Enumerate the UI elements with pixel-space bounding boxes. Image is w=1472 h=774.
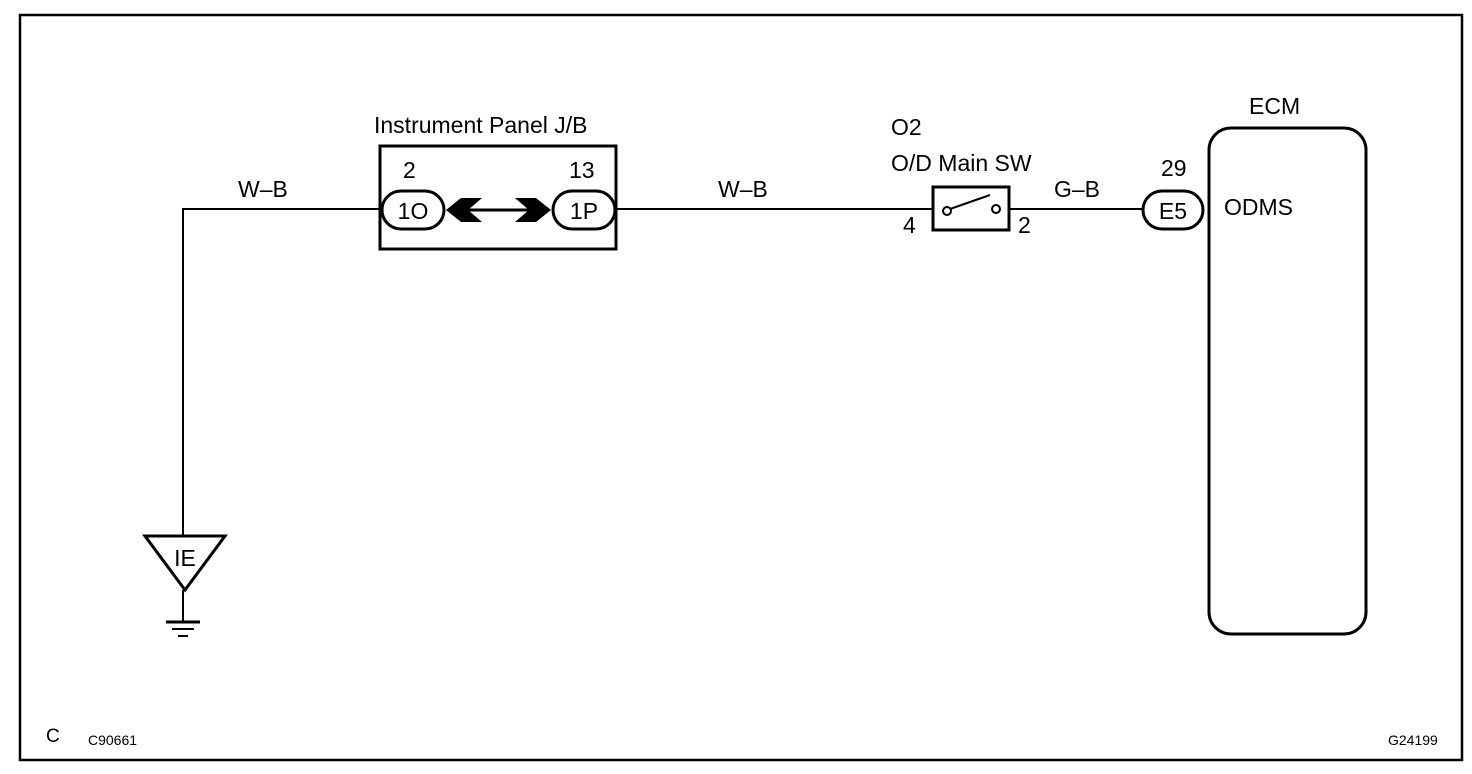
jb-right-arrow (515, 198, 551, 222)
switch-code: O2 (891, 114, 922, 140)
ground-triangle (142, 534, 228, 593)
ecm-pin-number: 29 (1161, 155, 1187, 181)
switch-name: O/D Main SW (891, 150, 1032, 176)
ecm-title: ECM (1249, 93, 1300, 119)
ground-wire (182, 208, 380, 536)
jb-left-connector-label: 1O (398, 198, 429, 224)
jb-to-switch-wire-color-label: W–B (718, 176, 768, 202)
section-letter: C (46, 726, 60, 747)
ground-wire-color-label: W–B (238, 176, 288, 202)
junction-block-box (378, 144, 618, 251)
jb-left-connector (380, 189, 446, 231)
jb-left-pin-number: 2 (403, 157, 416, 183)
jb-right-connector-label: 1P (570, 198, 598, 224)
switch-contact (949, 194, 991, 210)
switch-pin-in: 4 (903, 212, 916, 238)
ecm-terminal-label: ODMS (1224, 194, 1293, 220)
jb-right-pin-number: 13 (569, 157, 595, 183)
switch-to-ecm-wire-color-label: G–B (1054, 176, 1100, 202)
diagram-frame (18, 13, 1464, 762)
ecm-connector-label: E5 (1159, 198, 1187, 224)
ecm-connector (1141, 189, 1205, 231)
ecm: ECM 29 E5 ODMS (1141, 93, 1368, 636)
jb-left-arrow (446, 198, 482, 222)
code-left: C90661 (88, 732, 137, 748)
switch-pin-out: 2 (1018, 212, 1031, 238)
od-main-switch: O2 O/D Main SW 4 2 (891, 114, 1032, 238)
code-right: G24199 (1388, 732, 1438, 748)
junction-block: Instrument Panel J/B 2 1O 13 1P (374, 112, 618, 251)
ground-symbol: IE (142, 534, 228, 637)
ecm-box (1207, 126, 1368, 636)
ground-label: IE (174, 545, 196, 571)
junction-block-title: Instrument Panel J/B (374, 112, 588, 138)
